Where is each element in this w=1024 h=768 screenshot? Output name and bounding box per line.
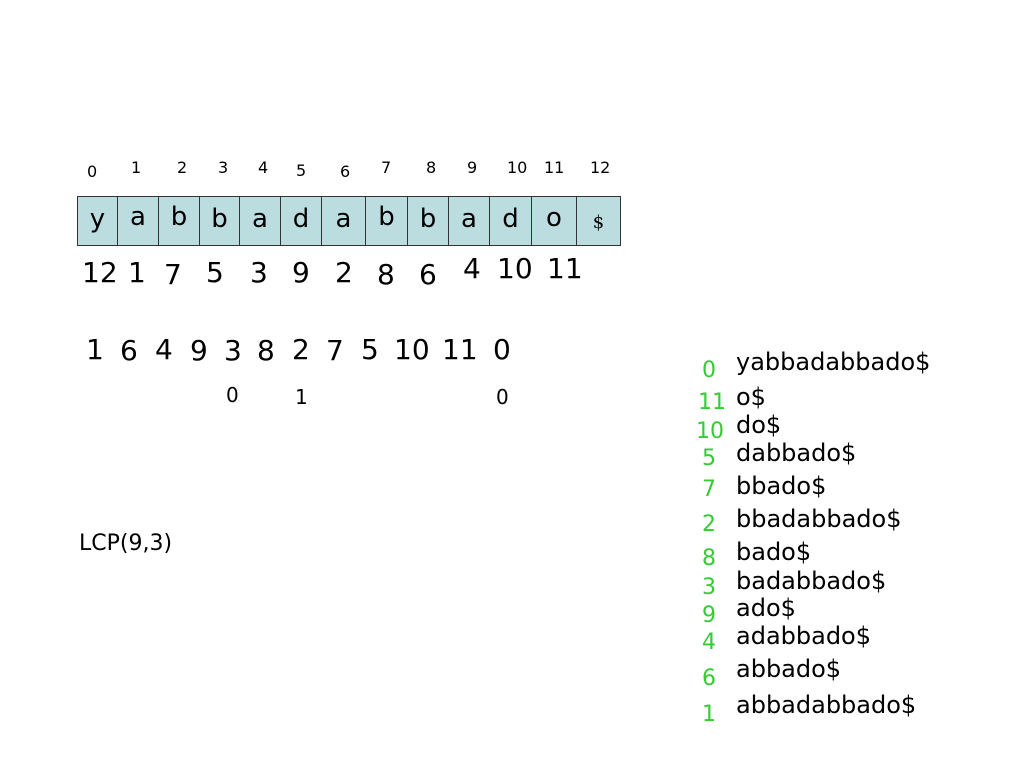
lcp-value: 0 xyxy=(496,385,509,409)
char-cell: b xyxy=(199,196,240,246)
char-cell: b xyxy=(365,196,408,246)
array-value: 3 xyxy=(224,334,242,367)
array-value: 2 xyxy=(292,333,310,366)
char-cell: a xyxy=(117,196,159,246)
lcp-value: 1 xyxy=(295,385,308,409)
index-label: 1 xyxy=(131,158,142,177)
array-value: 6 xyxy=(419,258,437,291)
array-value: 9 xyxy=(190,334,208,367)
suffix-index: 5 xyxy=(702,446,716,471)
lcp-value: 0 xyxy=(226,383,239,407)
array-value: 4 xyxy=(463,252,481,285)
suffix-index: 2 xyxy=(702,512,716,537)
array-value: 12 xyxy=(82,256,118,289)
array-value: 11 xyxy=(547,252,583,285)
array-value: 7 xyxy=(326,334,344,367)
char-cell: a xyxy=(321,196,366,246)
suffix-index: 4 xyxy=(702,630,716,655)
suffix-text: dabbado$ xyxy=(736,439,857,467)
array-value: 3 xyxy=(250,256,268,289)
array-value: 4 xyxy=(155,333,173,366)
index-label: 4 xyxy=(258,158,269,177)
array-value: 0 xyxy=(493,333,511,366)
array-value: 5 xyxy=(361,333,379,366)
suffix-text: bbadabbado$ xyxy=(736,505,902,533)
char-cell: d xyxy=(280,196,322,246)
suffix-index: 7 xyxy=(702,477,716,502)
index-label: 2 xyxy=(177,158,188,177)
suffix-index: 9 xyxy=(702,603,716,628)
index-label: 10 xyxy=(507,158,528,177)
suffix-text: bado$ xyxy=(736,538,812,566)
index-label: 9 xyxy=(467,158,478,177)
suffix-text: o$ xyxy=(736,383,766,411)
suffix-index: 10 xyxy=(696,419,724,444)
suffix-text: ado$ xyxy=(736,594,796,622)
suffix-index: 11 xyxy=(698,390,726,415)
index-label: 12 xyxy=(590,158,611,177)
suffix-text: bbado$ xyxy=(736,472,827,500)
index-label: 6 xyxy=(340,162,351,181)
suffix-text: do$ xyxy=(736,411,782,439)
array-value: 8 xyxy=(257,334,275,367)
suffix-text: yabbadabbado$ xyxy=(736,348,931,376)
array-value: 8 xyxy=(377,258,395,291)
char-cell: b xyxy=(407,196,449,246)
suffix-text: adabbado$ xyxy=(736,622,872,650)
char-cell: y xyxy=(77,196,118,246)
char-cell: b xyxy=(158,196,200,246)
index-label: 8 xyxy=(426,158,437,177)
array-value: 10 xyxy=(497,252,533,285)
array-value: 1 xyxy=(86,333,104,366)
index-label: 3 xyxy=(218,158,229,177)
index-label: 5 xyxy=(296,161,307,180)
array-value: 6 xyxy=(120,334,138,367)
char-cell: d xyxy=(489,196,532,246)
suffix-index: 1 xyxy=(702,702,716,727)
suffix-index: 8 xyxy=(702,546,716,571)
array-value: 11 xyxy=(442,333,478,366)
suffix-text: badabbado$ xyxy=(736,567,887,595)
suffix-index: 0 xyxy=(702,358,716,383)
array-value: 2 xyxy=(335,256,353,289)
suffix-text: abbadabbado$ xyxy=(736,691,917,719)
char-cell: $ xyxy=(576,196,621,246)
array-value: 10 xyxy=(394,333,430,366)
char-cell: a xyxy=(239,196,281,246)
array-value: 7 xyxy=(164,258,182,291)
array-value: 5 xyxy=(206,256,224,289)
index-label: 7 xyxy=(381,158,392,177)
suffix-index: 6 xyxy=(702,666,716,691)
char-cell: a xyxy=(448,196,490,246)
index-label: 0 xyxy=(87,162,98,181)
lcp-label: LCP(9,3) xyxy=(79,531,173,556)
index-label: 11 xyxy=(544,158,565,177)
char-cell: o xyxy=(531,196,577,246)
suffix-text: abbado$ xyxy=(736,655,842,683)
suffix-index: 3 xyxy=(702,575,716,600)
array-value: 9 xyxy=(292,256,310,289)
array-value: 1 xyxy=(128,256,146,289)
